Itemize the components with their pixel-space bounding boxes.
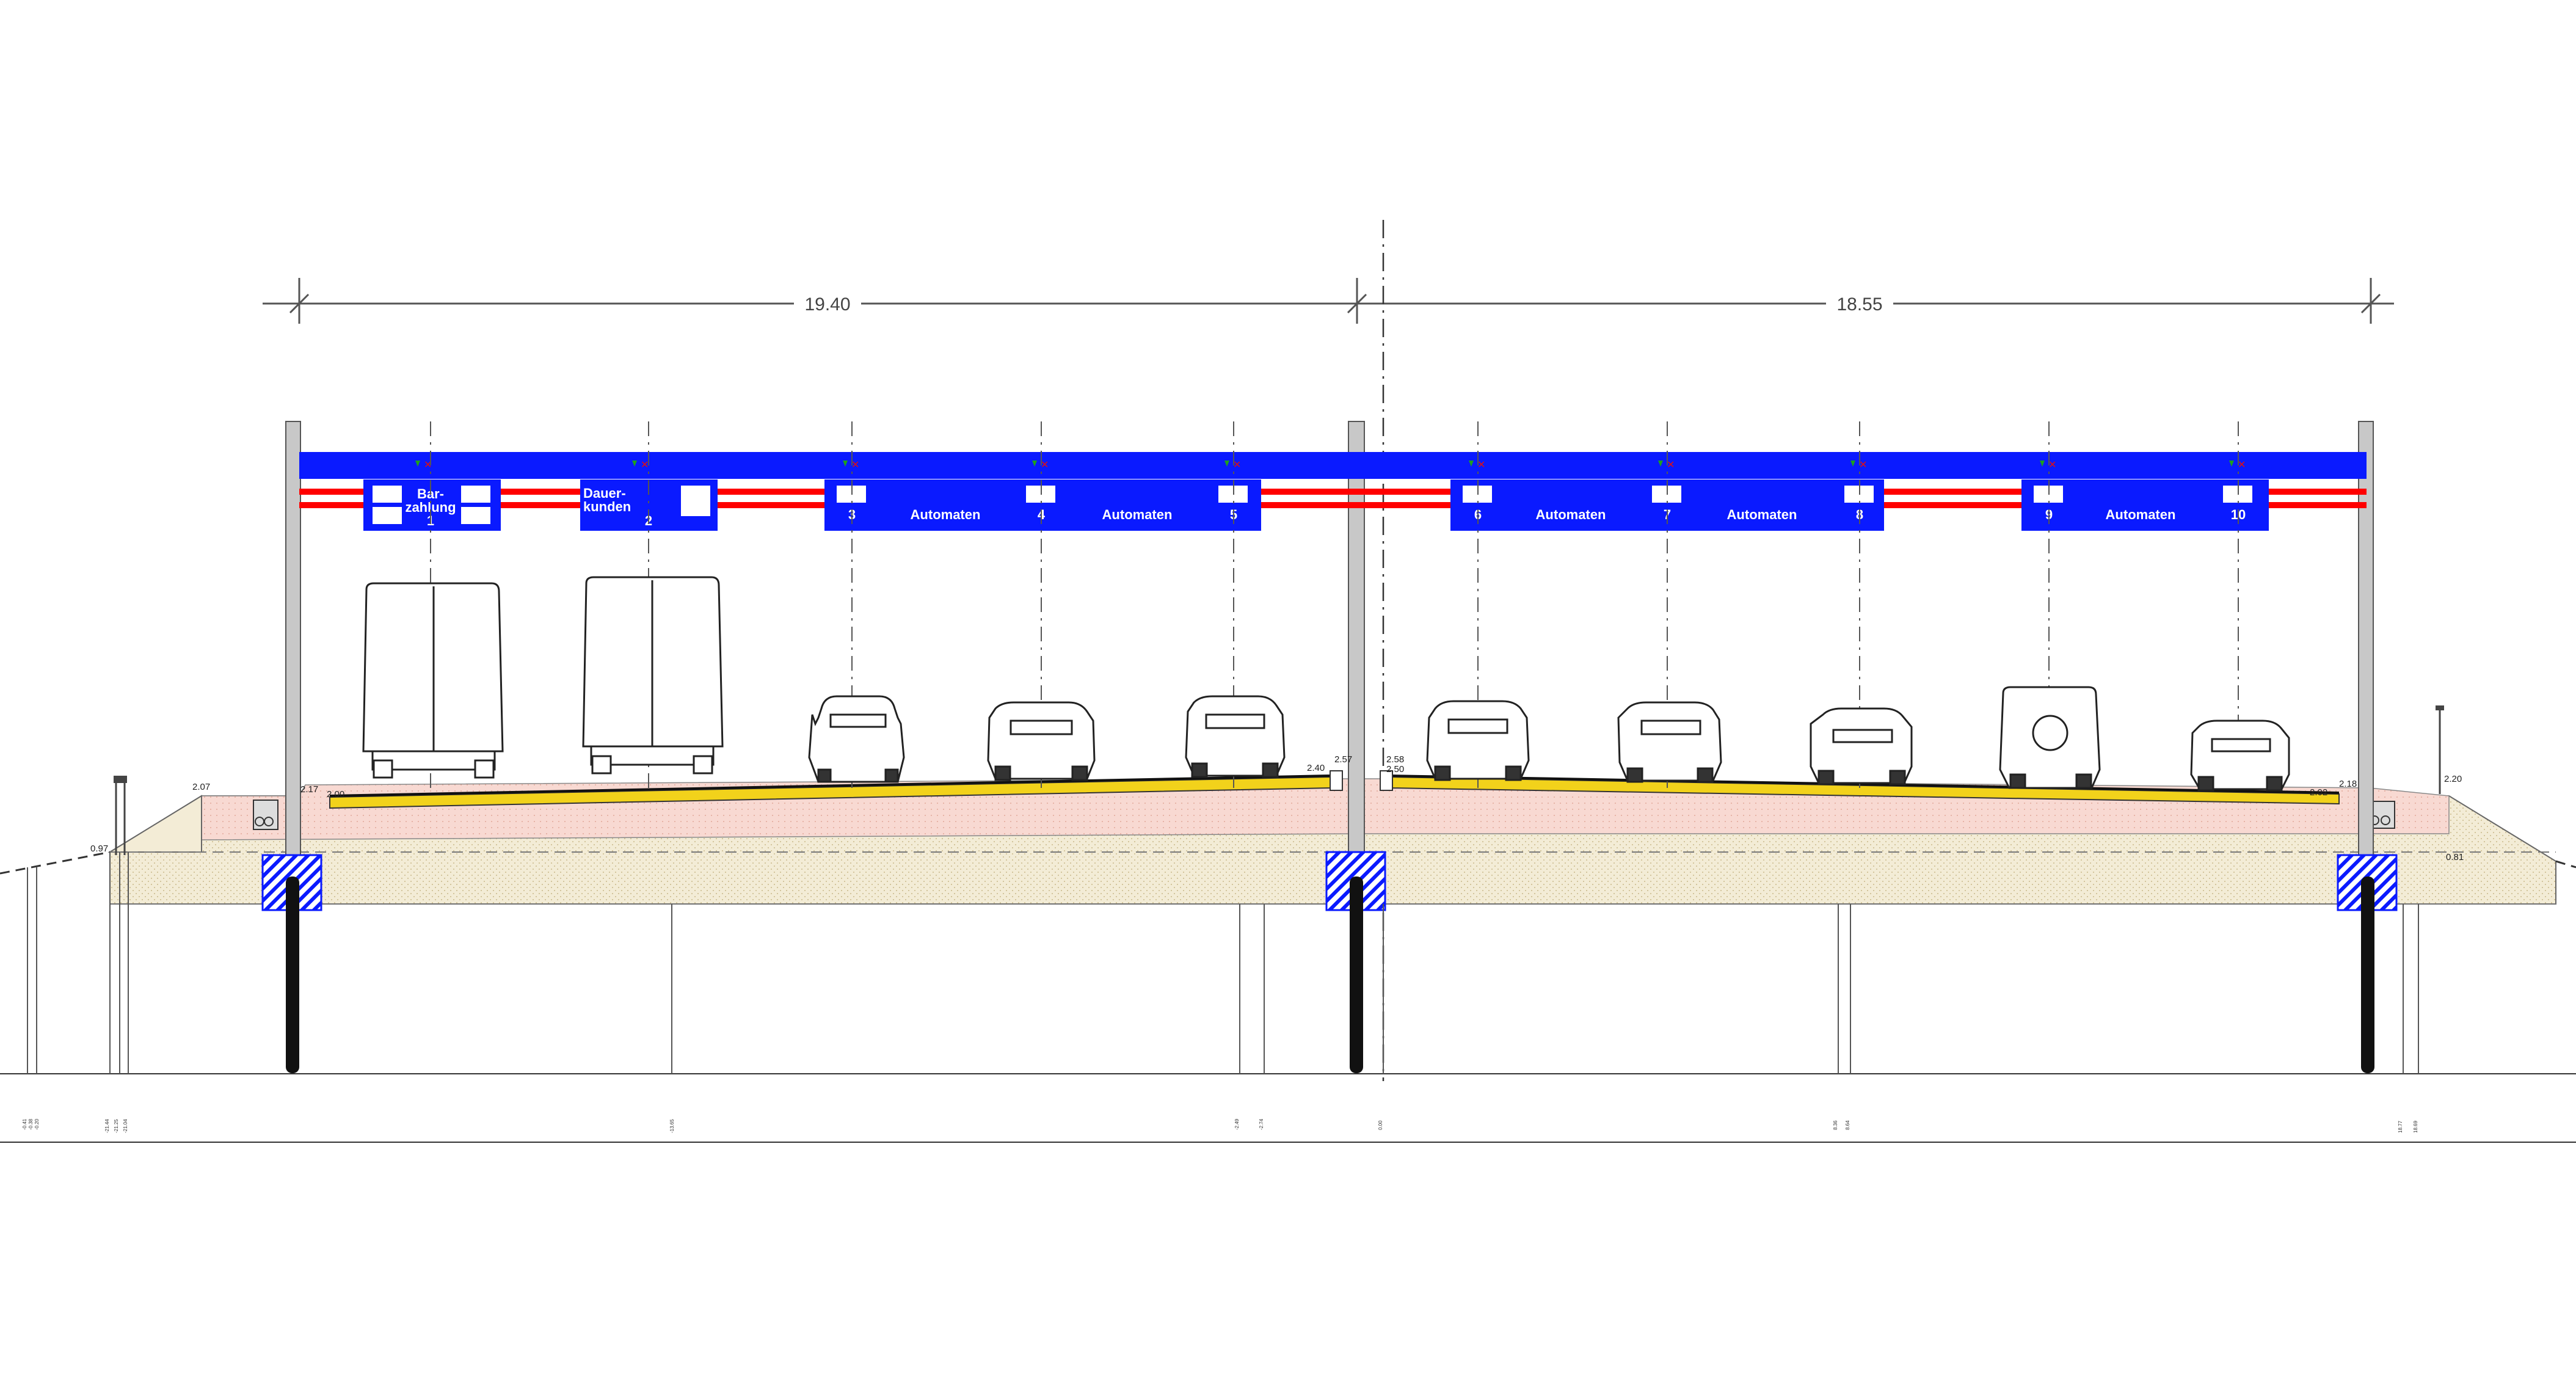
sign-group-3-5: 3 Automaten 4 Automaten 5 xyxy=(824,479,1261,531)
level-2-50: 2.50 xyxy=(1386,764,1404,774)
bottom-label-a3: -0.20 xyxy=(34,1118,40,1130)
bottom-label-b1: -21.44 xyxy=(104,1119,110,1133)
sign-2-line2: kunden xyxy=(583,499,631,514)
svg-text:✕: ✕ xyxy=(2238,460,2246,470)
level-2-57: 2.57 xyxy=(1334,754,1352,765)
bottom-label-e1: 0.00 xyxy=(1378,1120,1383,1130)
signal-lane-8: ✕ xyxy=(1850,460,1867,470)
pylon-center xyxy=(1348,421,1365,857)
level-2-18: 2.18 xyxy=(2339,779,2357,789)
dimension-right-span: 18.55 xyxy=(1836,294,1882,315)
level-0-81: 0.81 xyxy=(2446,852,2464,862)
sign-automat-label-a: Automaten xyxy=(911,507,981,522)
svg-text:✕: ✕ xyxy=(641,460,649,470)
level-0-97: 0.97 xyxy=(90,844,108,854)
bottom-label-f1: 8.36 xyxy=(1833,1120,1838,1130)
dimension-lines: 19.40 18.55 xyxy=(263,278,2394,324)
bottom-label-a1: -0.41 xyxy=(22,1118,27,1130)
dimension-left-span: 19.40 xyxy=(804,294,850,315)
truck-lane-2 xyxy=(582,576,724,774)
level-2-00: 2.00 xyxy=(327,789,344,800)
bottom-label-d1: -2.49 xyxy=(1234,1118,1240,1130)
svg-text:✕: ✕ xyxy=(1859,460,1867,470)
bottom-label-g2: 18.69 xyxy=(2413,1120,2418,1133)
car-lane-5 xyxy=(1185,695,1286,778)
signal-lane-4: ✕ xyxy=(1032,460,1049,470)
bottom-label-g1: 18.77 xyxy=(2398,1120,2403,1133)
svg-text:✕: ✕ xyxy=(1233,460,1241,470)
signal-lane-9: ✕ xyxy=(2040,460,2056,470)
signal-lane-10: ✕ xyxy=(2229,460,2246,470)
sign-automat-label-d: Automaten xyxy=(1727,507,1797,522)
sign-group-9-10: 9 Automaten 10 xyxy=(2021,479,2269,531)
car-lane-7 xyxy=(1617,701,1722,783)
level-2-40: 2.40 xyxy=(1307,763,1325,773)
bottom-reference: -0.41 -0.38 -0.20 -21.44 -21.25 -21.04 -… xyxy=(0,852,2576,1143)
sign-2-line1: Dauer- xyxy=(583,486,626,501)
level-2-17: 2.17 xyxy=(300,784,318,795)
svg-text:✕: ✕ xyxy=(2048,460,2056,470)
signal-lane-2: ✕ xyxy=(632,460,649,470)
pylon-left xyxy=(285,421,301,857)
truck-lane-1 xyxy=(362,582,504,779)
pylon-right xyxy=(2358,421,2374,857)
sign-automat-label-b: Automaten xyxy=(1102,507,1173,522)
road-surface xyxy=(329,770,2340,809)
signal-lane-5: ✕ xyxy=(1224,460,1241,470)
vehicles xyxy=(362,576,2290,792)
sign-lane-1: Bar- zahlung 1 xyxy=(363,479,501,531)
level-labels: 2.07 0.97 2.17 2.00 2.40 2.57 2.58 2.50 … xyxy=(90,754,2464,862)
level-2-58: 2.58 xyxy=(1386,754,1404,765)
level-2-20: 2.20 xyxy=(2444,774,2462,784)
car-lane-3 xyxy=(808,695,905,783)
bottom-label-b2: -21.25 xyxy=(114,1119,119,1133)
car-lane-6 xyxy=(1426,700,1530,781)
lane-signals: ✕ ✕ ✕ ✕ ✕ ✕ ✕ ✕ ✕ ✕ xyxy=(415,460,2246,470)
bottom-label-c1: -13.65 xyxy=(669,1119,675,1133)
signal-lane-3: ✕ xyxy=(843,460,859,470)
sign-lane-2: Dauer- kunden 2 xyxy=(580,479,718,531)
sign-automat-label-c: Automaten xyxy=(1536,507,1606,522)
bottom-label-f2: 8.64 xyxy=(1845,1120,1850,1130)
suv-lane-9 xyxy=(1999,686,2101,789)
svg-text:✕: ✕ xyxy=(1667,460,1675,470)
car-lane-10 xyxy=(2190,720,2290,792)
bottom-label-a2: -0.38 xyxy=(28,1118,34,1130)
bottom-label-b3: -21.04 xyxy=(123,1119,128,1133)
lane-signs: Bar- zahlung 1 Dauer- kunden 2 3 Automat… xyxy=(363,479,2269,531)
svg-text:✕: ✕ xyxy=(1477,460,1485,470)
level-2-02: 2.02 xyxy=(2310,787,2327,798)
car-lane-8 xyxy=(1810,707,1913,785)
car-lane-4 xyxy=(987,701,1096,781)
svg-text:✕: ✕ xyxy=(1041,460,1049,470)
level-2-07: 2.07 xyxy=(192,782,210,792)
sign-automat-label-e: Automaten xyxy=(2106,507,2176,522)
foundations xyxy=(261,851,2398,1073)
svg-text:✕: ✕ xyxy=(851,460,859,470)
gantry-structure xyxy=(299,452,2367,508)
signal-lane-6: ✕ xyxy=(1469,460,1485,470)
signal-lane-7: ✕ xyxy=(1658,460,1675,470)
bottom-label-d2: -2.74 xyxy=(1259,1118,1264,1130)
